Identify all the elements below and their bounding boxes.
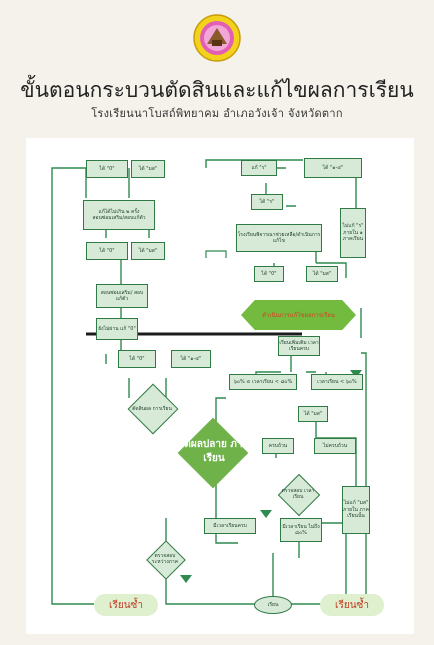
box-grade-0: ได้ "0" [86, 160, 128, 178]
decide-text: ตัดสินผล การเรียน [132, 405, 172, 412]
box-time-lt60: เวลาเรียน < ๖๐% [311, 374, 363, 390]
page-subtitle: โรงเรียนนาโบสถ์พิทยาคม อำเภอวังเจ้า จังห… [91, 107, 343, 120]
box-grade-0-third: ได้ "0" [118, 350, 156, 368]
final-eval-text: วัดผลปลาย ภาคเรียน [178, 439, 250, 464]
box-fix-r: แก้ "ร" [241, 160, 277, 176]
box-complete: ครบถ้วน [262, 438, 294, 454]
box-time-60-80: ๖๐% ≤ เวลาเรียน < ๘๐% [229, 374, 297, 390]
box-grade-0-right: ได้ "0" [254, 266, 284, 282]
box-not-fix-r: ไม่แก้ "ร" ภายใน ๑ ภาคเรียน [340, 208, 366, 258]
box-time-80: มีเวลาเรียน ไม่ถึง ๘๐% [280, 518, 322, 542]
box-grade-r: ได้ "ร" [251, 194, 283, 210]
box-grade-ms-mid: ได้ "มส" [298, 406, 328, 422]
flowchart-panel: ได้ "0" ได้ "มส" แก้ได้ไม่เกิน ๒ ครั้ง ส… [26, 138, 414, 634]
oval-learn: เรียน [254, 596, 292, 614]
box-grade-0-second: ได้ "0" [86, 242, 128, 260]
box-grade-ms-right: ได้ "มส" [306, 266, 338, 282]
box-still-zero: ยังไม่ผ่าน แก้ "0" [96, 318, 138, 340]
box-fix-twice: แก้ได้ไม่เกิน ๒ ครั้ง สอนซ่อมเสริม/สอบแก… [83, 200, 155, 230]
pill-repeat-right: เรียนซ้ำ [320, 594, 384, 616]
box-grade-1-4-top: ได้ "๑-๔" [304, 158, 362, 178]
box-school-help: โรงเรียนพิจารณาช่วยเหลือ/ดำเนินการแก้ไข [236, 224, 322, 252]
box-time-ok: มีเวลาเรียนครบ [204, 518, 256, 534]
box-grade-ms-second: ได้ "มส" [131, 242, 165, 260]
school-logo [193, 14, 241, 62]
fix-twice-sub: สอนซ่อมเสริม/สอบแก้ตัว [92, 215, 146, 221]
box-grade-ms: ได้ "มส" [131, 160, 165, 178]
box-teach-retest: สอนซ่อมเสริม/ สอบแก้ตัว [96, 284, 148, 308]
box-not-fix-ms: ไม่แก้ "มส" ภายใน ภาคเรียนนั้น [342, 486, 370, 534]
pill-repeat-left: เรียนซ้ำ [94, 594, 158, 616]
box-study-more: เรียนเพิ่มเติม เวลาเรียนครบ [278, 336, 320, 356]
box-grade-1-4-left: ได้ "๑-๔" [171, 350, 211, 368]
banner-fix-results: ดำเนินการแก้ไขผลการเรียน [241, 300, 356, 330]
page-title: ขั้นตอนกระบวนตัดสินและแก้ไขผลการเรียน [20, 78, 414, 102]
fix-twice-text: แก้ได้ไม่เกิน ๒ ครั้ง [98, 208, 140, 215]
box-not-complete: ไม่ครบถ้วน [314, 438, 356, 454]
check-time-text: ตรวจสอบ เวลาเรียน [281, 487, 315, 501]
check-eval-text: ตรวจสอบ ระหว่างภาค [151, 552, 179, 566]
